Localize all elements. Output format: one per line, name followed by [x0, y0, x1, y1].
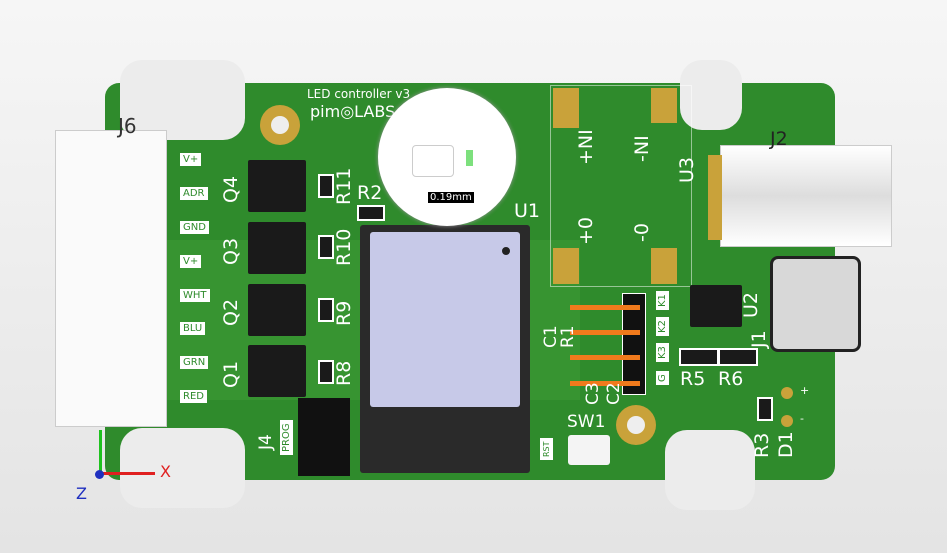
r5-resistor	[679, 348, 719, 366]
r6-label: R6	[718, 368, 744, 390]
in-neg-label: -NI	[631, 135, 653, 162]
pin-label: V+	[180, 153, 202, 166]
r6-resistor	[718, 348, 758, 366]
resistor	[318, 298, 334, 322]
r2-resistor	[357, 205, 385, 221]
r10-label: R10	[333, 228, 355, 266]
r11-label: R11	[333, 167, 355, 205]
z-axis-label: Z	[76, 484, 87, 503]
r8-label: R8	[333, 360, 355, 386]
j6-label: J6	[118, 114, 137, 138]
x-axis-label: X	[160, 462, 171, 481]
resistor	[318, 360, 334, 384]
d1-pad	[781, 387, 793, 399]
pin-label: WHT	[180, 289, 210, 302]
zoom-magnifier	[378, 88, 516, 226]
green-led	[466, 150, 473, 166]
d1-minus: -	[800, 412, 804, 425]
board-notch	[120, 428, 245, 508]
q2-mosfet	[248, 284, 306, 336]
out-neg-label: -0	[631, 223, 653, 242]
pad	[553, 248, 579, 284]
q4-mosfet	[248, 160, 306, 212]
q1-label: Q1	[220, 360, 242, 388]
pimoroni-logo: pim◎LABS	[310, 102, 396, 121]
pin-label: RED	[180, 390, 207, 403]
header-g-label: G	[656, 371, 669, 385]
j2-label: J2	[770, 128, 788, 150]
out-pos-label: +0	[575, 216, 597, 245]
r2-label: R2	[357, 182, 383, 204]
header-k1-label: K1	[656, 291, 669, 310]
q1-mosfet	[248, 345, 306, 397]
header-pin	[570, 381, 640, 386]
pad	[553, 88, 579, 128]
j1-usb-c	[770, 256, 861, 352]
c2-label: C2	[604, 382, 624, 405]
pin1-dot	[502, 247, 510, 255]
pin-label: GND	[180, 221, 209, 234]
led-component	[412, 145, 454, 177]
header-pin	[570, 330, 640, 335]
q2-label: Q2	[220, 298, 242, 326]
d1-label: D1	[775, 431, 797, 458]
r1-label: R1	[558, 325, 578, 348]
pad	[651, 248, 677, 284]
x-axis-arrow	[100, 472, 155, 475]
pin-label: GRN	[180, 356, 209, 369]
q3-label: Q3	[220, 237, 242, 265]
r9-label: R9	[333, 300, 355, 326]
j4-prog-header	[298, 398, 350, 476]
u3-outline	[550, 85, 692, 287]
u2-label: U2	[740, 292, 762, 318]
header-k2-label: K2	[656, 317, 669, 336]
board-notch	[680, 60, 742, 130]
j1-label: J1	[748, 330, 770, 348]
board-title: LED controller v3	[307, 87, 411, 101]
c3-label: C3	[583, 382, 603, 405]
d1-plus: +	[800, 384, 810, 397]
pin-label: BLU	[180, 322, 206, 335]
sw1-label: SW1	[567, 412, 606, 432]
z-axis-dot	[95, 470, 104, 479]
r3-label: R3	[751, 432, 773, 458]
j6-connector	[55, 130, 167, 427]
prog-label: PROG	[280, 420, 293, 455]
r3-resistor	[757, 397, 773, 421]
resistor	[318, 174, 334, 198]
u3-label: U3	[676, 157, 698, 183]
pin-label: ADR	[180, 187, 208, 200]
q3-mosfet	[248, 222, 306, 274]
mounting-hole	[616, 405, 656, 445]
r5-label: R5	[680, 368, 706, 390]
u2-ic	[690, 285, 742, 327]
d1-pad	[781, 415, 793, 427]
mounting-hole	[260, 105, 300, 145]
q4-label: Q4	[220, 175, 242, 203]
measurement-readout: 0.19mm	[428, 192, 474, 203]
j2-pad	[708, 155, 722, 240]
header-pin	[570, 355, 640, 360]
resistor	[318, 235, 334, 259]
j2-barrel-jack	[720, 145, 892, 247]
board-notch	[665, 430, 755, 510]
rst-label: RST	[540, 438, 553, 460]
k-header	[622, 293, 646, 395]
j4-label: J4	[256, 434, 276, 450]
in-pos-label: +NI	[575, 129, 597, 165]
pad	[651, 88, 677, 123]
y-axis-arrow	[99, 430, 102, 476]
header-k3-label: K3	[656, 343, 669, 362]
header-pin	[570, 305, 640, 310]
u1-label: U1	[514, 200, 540, 222]
board-notch	[120, 60, 245, 140]
sw1-reset-button[interactable]	[568, 435, 610, 465]
u1-shield-can	[370, 232, 520, 407]
pin-label: V+	[180, 255, 202, 268]
